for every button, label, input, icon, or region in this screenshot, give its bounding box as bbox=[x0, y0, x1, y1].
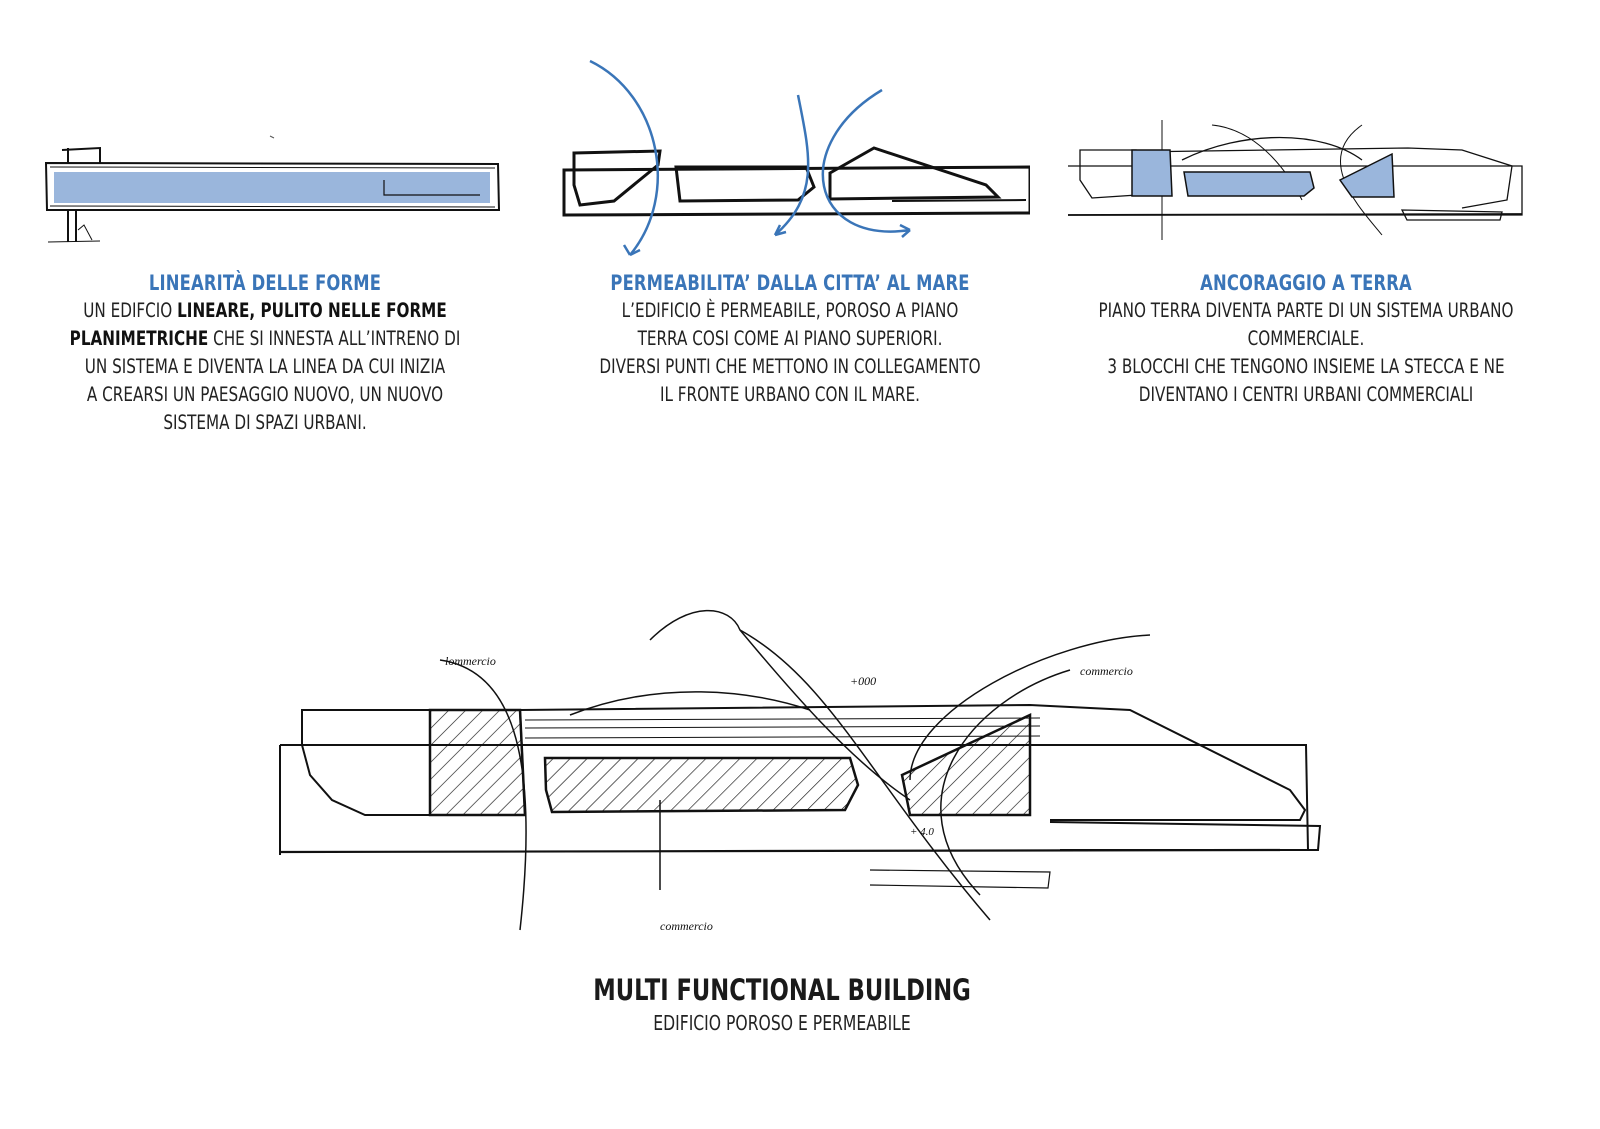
main-building-outline bbox=[279, 609, 1322, 931]
section-title-anchoring: ANCORAGGIO A TERRA bbox=[1200, 271, 1412, 295]
linear-building-outline bbox=[44, 146, 501, 243]
svg-text:lommercio: lommercio bbox=[445, 654, 496, 668]
svg-text:+000: +000 bbox=[850, 674, 876, 688]
main-commercial-blocks bbox=[428, 708, 1032, 817]
sketch-anchoring bbox=[1067, 120, 1523, 240]
caption-line: PIANO TERRA DIVENTA PARTE DI UN SISTEMA … bbox=[1088, 297, 1525, 325]
caption-line: IL FRONTE URBANO CON IL MARE. bbox=[572, 381, 1009, 409]
caption-permeability: PERMEABILITA’ DALLA CITTA’ AL MARE L’EDI… bbox=[572, 270, 1009, 409]
caption-text: COMMERCIALE. bbox=[1247, 327, 1365, 350]
sketch-permeability bbox=[562, 59, 1030, 257]
svg-text:commercio: commercio bbox=[660, 919, 713, 933]
caption-text: UN SISTEMA E DIVENTA LA LINEA DA CUI INI… bbox=[84, 355, 446, 378]
caption-text: DIVENTANO I CENTRI URBANI COMMERCIALI bbox=[1138, 383, 1474, 406]
caption-text: 3 BLOCCHI CHE TENGONO INSIEME LA STECCA … bbox=[1107, 355, 1505, 378]
caption-line: UN SISTEMA E DIVENTA LA LINEA DA CUI INI… bbox=[47, 353, 484, 381]
section-body-permeability: L’EDIFICIO È PERMEABILE, POROSO A PIANO T… bbox=[572, 297, 1009, 409]
caption-text: IL FRONTE URBANO CON IL MARE. bbox=[659, 383, 921, 406]
svg-text:+ 4.0: + 4.0 bbox=[910, 826, 934, 838]
section-body-anchoring: PIANO TERRA DIVENTA PARTE DI UN SISTEMA … bbox=[1088, 297, 1525, 409]
caption-line: UN EDIFCIO LINEARE, PULITO NELLE FORME bbox=[47, 297, 484, 325]
section-title-permeability: PERMEABILITA’ DALLA CITTA’ AL MARE bbox=[610, 271, 970, 295]
caption-line: DIVENTANO I CENTRI URBANI COMMERCIALI bbox=[1088, 381, 1525, 409]
permeability-flow-arrows bbox=[589, 59, 911, 257]
caption-line: COMMERCIALE. bbox=[1088, 325, 1525, 353]
caption-text-bold: PLANIMETRICHE bbox=[69, 327, 209, 350]
main-title: MULTI FUNCTIONAL BUILDING bbox=[593, 973, 971, 1007]
caption-text: SISTEMA DI SPAZI URBANI. bbox=[163, 411, 367, 434]
caption-line: SISTEMA DI SPAZI URBANI. bbox=[47, 409, 484, 437]
sketch-linear-form bbox=[44, 135, 501, 243]
caption-line: DIVERSI PUNTI CHE METTONO IN COLLEGAMENT… bbox=[572, 353, 1009, 381]
caption-anchoring: ANCORAGGIO A TERRA PIANO TERRA DIVENTA P… bbox=[1088, 270, 1525, 409]
caption-text: CHE SI INNESTA ALL’INTRENO DI bbox=[208, 327, 461, 350]
caption-text-bold: LINEARE, PULITO NELLE FORME bbox=[177, 299, 447, 322]
section-title-linearity: LINEARITÀ DELLE FORME bbox=[148, 271, 382, 295]
caption-line: L’EDIFICIO È PERMEABILE, POROSO A PIANO bbox=[572, 297, 1009, 325]
caption-line: A CREARSI UN PAESAGGIO NUOVO, UN NUOVO bbox=[47, 381, 484, 409]
caption-linearity: LINEARITÀ DELLE FORME UN EDIFCIO LINEARE… bbox=[47, 270, 484, 437]
svg-text:commercio: commercio bbox=[1080, 664, 1133, 678]
caption-line: 3 BLOCCHI CHE TENGONO INSIEME LA STECCA … bbox=[1088, 353, 1525, 381]
caption-line: TERRA COSI COME AI PIANO SUPERIORI. bbox=[572, 325, 1009, 353]
caption-text: A CREARSI UN PAESAGGIO NUOVO, UN NUOVO bbox=[86, 383, 444, 406]
caption-text: TERRA COSI COME AI PIANO SUPERIORI. bbox=[637, 327, 943, 350]
caption-text: UN EDIFCIO bbox=[83, 299, 178, 322]
caption-main: MULTI FUNCTIONAL BUILDING EDIFICIO POROS… bbox=[548, 972, 1016, 1038]
caption-text: DIVERSI PUNTI CHE METTONO IN COLLEGAMENT… bbox=[599, 355, 981, 378]
main-section-labels: lommercio +000 commercio + 4.0 commercio bbox=[445, 654, 1133, 933]
caption-line: PLANIMETRICHE CHE SI INNESTA ALL’INTRENO… bbox=[47, 325, 484, 353]
main-subtitle: EDIFICIO POROSO E PERMEABILE bbox=[653, 1011, 911, 1035]
caption-text: L’EDIFICIO È PERMEABILE, POROSO A PIANO bbox=[621, 299, 959, 322]
permeability-building bbox=[562, 146, 1030, 217]
anchoring-blue-blocks bbox=[1131, 149, 1395, 198]
linear-blue-fill bbox=[54, 172, 490, 203]
caption-text: PIANO TERRA DIVENTA PARTE DI UN SISTEMA … bbox=[1098, 299, 1514, 322]
sketch-main-building: lommercio +000 commercio + 4.0 commercio bbox=[279, 609, 1322, 933]
